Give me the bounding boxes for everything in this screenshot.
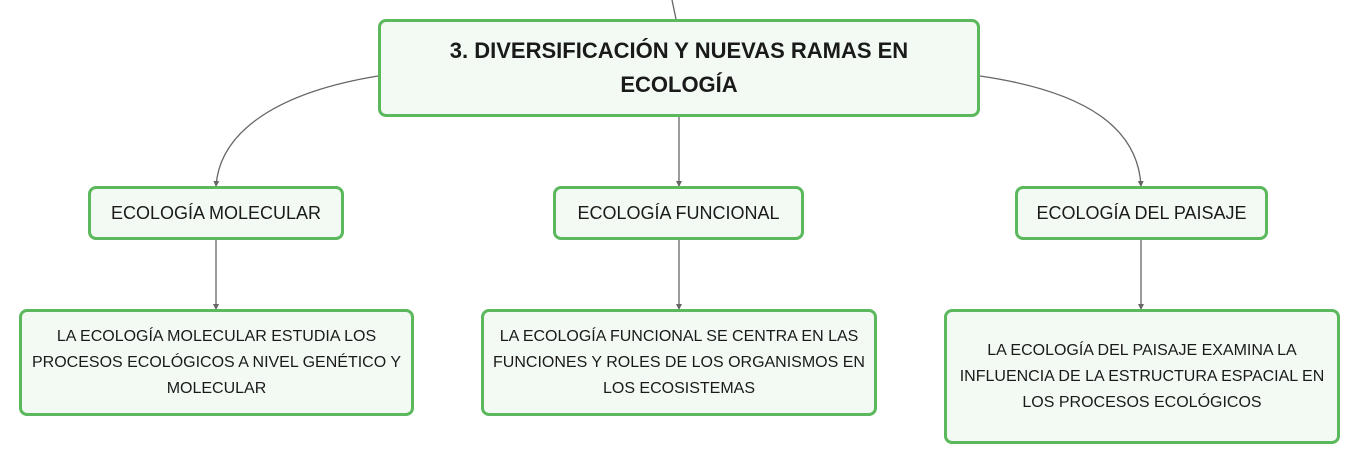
branch-label: ECOLOGÍA MOLECULAR bbox=[110, 202, 322, 223]
incoming-connector bbox=[671, 0, 677, 20]
connector-main-to-molecular bbox=[213, 75, 379, 187]
branch-node-ecologia-del-paisaje[interactable]: ECOLOGÍA DEL PAISAJE bbox=[1015, 186, 1268, 240]
detail-text: LA ECOLOGÍA MOLECULAR ESTUDIA LOS PROCES… bbox=[32, 327, 401, 397]
detail-text: LA ECOLOGÍA DEL PAISAJE EXAMINA LA INFLU… bbox=[959, 341, 1325, 411]
branch-label: ECOLOGÍA DEL PAISAJE bbox=[1036, 202, 1247, 223]
main-topic-title: 3. DIVERSIFICACIÓN Y NUEVAS RAMAS EN ECO… bbox=[449, 38, 909, 97]
detail-node-ecologia-molecular[interactable]: LA ECOLOGÍA MOLECULAR ESTUDIA LOS PROCES… bbox=[19, 309, 414, 416]
detail-node-ecologia-funcional[interactable]: LA ECOLOGÍA FUNCIONAL SE CENTRA EN LAS F… bbox=[481, 309, 877, 416]
detail-node-ecologia-del-paisaje[interactable]: LA ECOLOGÍA DEL PAISAJE EXAMINA LA INFLU… bbox=[944, 309, 1340, 444]
branch-node-ecologia-funcional[interactable]: ECOLOGÍA FUNCIONAL bbox=[553, 186, 804, 240]
branch-node-ecologia-molecular[interactable]: ECOLOGÍA MOLECULAR bbox=[88, 186, 344, 240]
branch-label: ECOLOGÍA FUNCIONAL bbox=[577, 202, 780, 223]
main-topic-node[interactable]: 3. DIVERSIFICACIÓN Y NUEVAS RAMAS EN ECO… bbox=[378, 19, 980, 117]
detail-text: LA ECOLOGÍA FUNCIONAL SE CENTRA EN LAS F… bbox=[493, 327, 865, 397]
connector-main-to-paisaje bbox=[979, 75, 1144, 187]
